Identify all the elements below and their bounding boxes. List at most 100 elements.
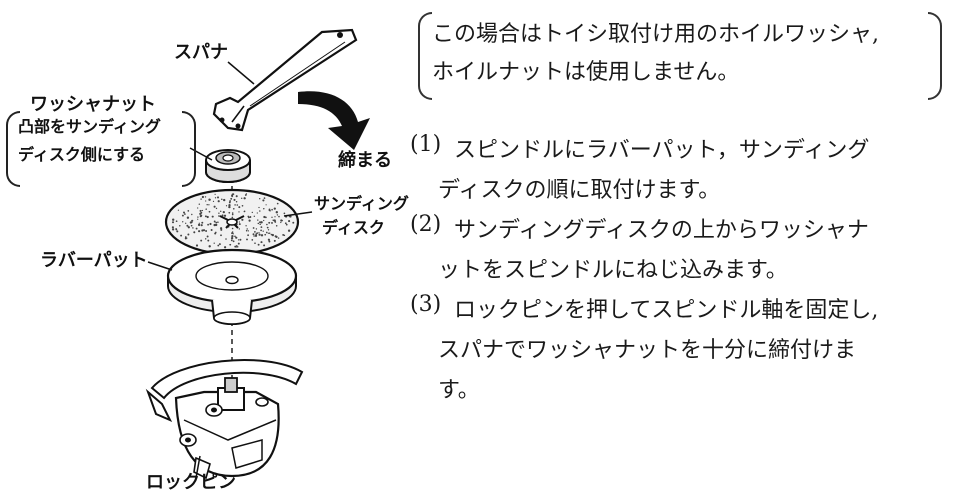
disc-speckle <box>172 218 175 221</box>
disc-speckle <box>231 216 234 219</box>
disc-speckle <box>234 235 236 238</box>
disc-speckle <box>262 199 265 202</box>
disc-speckle <box>213 220 216 223</box>
disc-speckle <box>267 229 270 231</box>
disc-speckle <box>260 221 263 224</box>
disc-speckle <box>273 219 276 222</box>
disc-speckle <box>234 204 236 206</box>
disc-speckle <box>258 233 261 236</box>
disc-speckle <box>241 204 244 207</box>
disc-speckle <box>222 210 225 214</box>
disc-speckle <box>273 239 276 242</box>
disc-speckle <box>197 207 199 209</box>
disc-speckle <box>275 225 278 227</box>
disc-speckle <box>214 193 216 195</box>
disc-speckle <box>216 196 220 199</box>
disc-speckle <box>221 198 223 201</box>
disc-speckle <box>283 212 286 215</box>
disc-speckle <box>278 215 280 218</box>
disc-speckle <box>259 221 261 224</box>
step-number: (3) <box>410 292 442 317</box>
disc-speckle <box>235 195 238 198</box>
disc-speckle <box>262 230 264 232</box>
disc-speckle <box>175 227 177 230</box>
disc-speckle <box>235 201 238 203</box>
note-box-bracket-left <box>418 12 432 100</box>
assembly-illustration <box>145 28 370 480</box>
disc-speckle <box>191 213 193 216</box>
disc-speckle <box>248 216 250 219</box>
disc-speckle <box>259 210 261 212</box>
leader-sanding-disc <box>283 211 313 217</box>
disc-speckle <box>220 228 223 231</box>
disc-speckle <box>207 239 210 242</box>
disc-speckle <box>200 239 203 242</box>
disc-speckle <box>265 204 267 206</box>
disc-speckle <box>246 238 248 241</box>
disc-speckle <box>171 221 175 224</box>
disc-speckle <box>219 210 222 213</box>
disc-speckle <box>259 223 261 225</box>
disc-speckle <box>231 232 233 235</box>
disc-speckle <box>205 208 207 210</box>
disc-speckle <box>253 215 256 218</box>
disc-speckle <box>179 225 181 227</box>
disc-speckle <box>281 219 283 222</box>
disc-speckle <box>260 234 264 237</box>
disc-speckle <box>180 234 183 237</box>
disc-speckle <box>271 233 274 237</box>
disc-speckle <box>240 197 243 200</box>
disc-speckle <box>208 198 211 201</box>
disc-speckle <box>236 246 239 248</box>
disc-speckle <box>200 214 203 217</box>
disc-speckle <box>271 216 273 219</box>
disc-speckle <box>256 212 258 214</box>
disc-speckle <box>284 222 287 225</box>
disc-speckle <box>269 209 271 212</box>
step-text-line: ットをスピンドルにねじ込みます。 <box>438 258 788 283</box>
disc-speckle <box>274 216 276 218</box>
note-line-2: ホイルナットは使用しません。 <box>432 60 740 85</box>
disc-speckle <box>175 220 178 223</box>
disc-speckle <box>204 215 207 218</box>
disc-speckle <box>238 211 240 213</box>
disc-speckle <box>233 198 236 201</box>
disc-speckle <box>204 196 207 198</box>
disc-speckle <box>263 215 266 219</box>
disc-speckle <box>254 242 256 244</box>
disc-speckle <box>247 230 249 232</box>
disc-speckle <box>193 231 196 234</box>
disc-speckle <box>213 205 216 208</box>
disc-speckle <box>184 213 186 215</box>
step-text-line: サンディングディスクの上からワッシャナ <box>454 218 869 243</box>
disc-speckle <box>268 221 271 224</box>
disc-speckle <box>254 231 256 233</box>
disc-speckle <box>259 198 261 200</box>
disc-speckle <box>276 214 279 216</box>
disc-speckle <box>254 234 258 237</box>
disc-speckle <box>190 224 193 227</box>
disc-speckle <box>239 238 242 241</box>
note-bracket-right <box>182 111 196 187</box>
disc-speckle <box>288 220 291 223</box>
disc-speckle <box>231 193 234 196</box>
disc-speckle <box>260 241 263 244</box>
grinder-head-illustration <box>145 359 304 480</box>
washer-nut-note: 凸部をサンディング ディスク側にする <box>0 93 200 187</box>
disc-speckle <box>252 227 255 229</box>
disc-speckle <box>182 211 186 214</box>
disc-speckle <box>213 242 215 244</box>
leader-spanner <box>227 61 255 85</box>
disc-speckle <box>265 231 268 234</box>
disc-speckle <box>184 237 187 240</box>
disc-speckle <box>231 212 234 214</box>
disc-speckle <box>184 236 187 238</box>
disc-speckle <box>215 223 218 227</box>
disc-speckle <box>263 219 265 222</box>
disc-speckle <box>228 201 231 204</box>
disc-speckle <box>186 224 189 227</box>
disc-speckle <box>251 211 253 214</box>
disc-speckle <box>243 210 246 213</box>
disc-speckle <box>228 204 231 207</box>
disc-speckle <box>276 202 279 205</box>
